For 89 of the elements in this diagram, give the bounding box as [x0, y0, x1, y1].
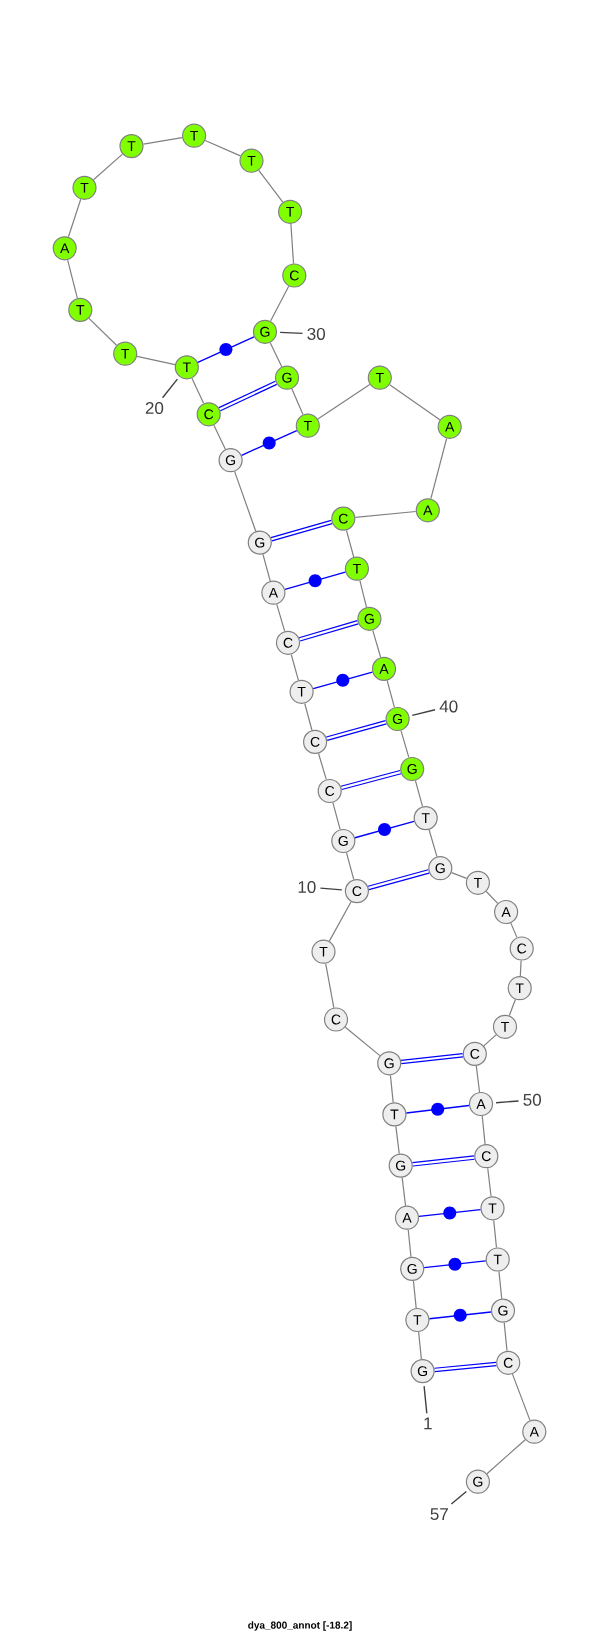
base-pair-line	[312, 671, 374, 690]
position-number: 30	[307, 327, 325, 340]
backbone-line	[325, 963, 335, 1009]
base-pair-line	[284, 571, 346, 591]
backbone-line	[67, 198, 82, 238]
title: dya_800_annot [-18.2]	[248, 1621, 352, 1631]
backbone-line	[395, 1125, 400, 1155]
backbone-line	[354, 510, 417, 518]
base-pair-line	[401, 1052, 464, 1065]
backbone-line	[136, 355, 176, 366]
backbone-line	[344, 1026, 381, 1057]
backbone-line	[418, 1331, 422, 1360]
base-pair-line	[197, 336, 255, 363]
backbone-line	[345, 852, 355, 881]
backbone-line	[67, 259, 78, 299]
backbone-line	[428, 829, 438, 858]
backbone-line	[372, 629, 382, 658]
base-pair-line	[405, 1102, 470, 1116]
backbone-line	[400, 730, 410, 758]
backbone-line	[317, 752, 327, 780]
position-number: 40	[439, 700, 458, 713]
leader-line	[423, 1385, 428, 1414]
backbone-line	[345, 529, 355, 558]
leader-line	[411, 709, 436, 717]
backbone-line	[328, 901, 352, 942]
leader-line	[319, 887, 343, 891]
position-number: 50	[523, 1093, 541, 1106]
backbone-line	[508, 998, 516, 1017]
backbone-line	[92, 153, 124, 181]
backbone-line	[510, 922, 518, 938]
backbone-line	[407, 1229, 412, 1258]
backbone-line	[430, 437, 448, 500]
backbone-line	[485, 890, 499, 904]
backbone-line	[412, 1280, 417, 1309]
leader-line	[279, 331, 304, 335]
base-pair-line	[418, 1206, 482, 1220]
backbone-line	[493, 1219, 498, 1249]
backbone-line	[262, 553, 271, 582]
backbone-line	[290, 653, 299, 681]
backbone-line	[234, 471, 257, 532]
backbone-line	[414, 780, 424, 808]
base-pair-line	[340, 769, 402, 791]
position-number: 57	[430, 1508, 448, 1521]
backbone-line	[142, 137, 183, 145]
backbone-line	[204, 139, 241, 157]
position-number: 10	[298, 881, 316, 894]
backbone-line	[498, 1270, 503, 1300]
position-number: 1	[424, 1417, 432, 1430]
backbone-line	[317, 383, 371, 420]
base-pair-line	[326, 720, 387, 741]
backbone-line	[386, 680, 396, 708]
backbone-line	[389, 384, 441, 421]
backbone-line	[88, 317, 118, 346]
backbone-line	[519, 960, 522, 977]
base-pair-line	[367, 869, 430, 891]
backbone-line	[290, 223, 295, 265]
base-pair-line	[434, 1361, 497, 1373]
base-pair-line	[354, 820, 415, 839]
base-pair-line	[218, 380, 277, 412]
backbone-line	[487, 1167, 492, 1197]
base-pair-line	[412, 1155, 475, 1167]
leader-line	[161, 378, 179, 399]
backbone-line	[475, 1065, 481, 1093]
backbone-line	[486, 1439, 526, 1475]
backbone-line	[258, 169, 284, 203]
backbone-line	[270, 285, 290, 322]
backbone-line	[511, 1373, 531, 1421]
backbone-line	[269, 342, 283, 368]
base-pair-line	[298, 620, 359, 642]
backbone-line	[304, 702, 313, 731]
backbone-line	[483, 1034, 497, 1047]
backbone-line	[276, 603, 286, 632]
backbone-line	[401, 1177, 407, 1207]
backbone-line	[389, 1074, 394, 1103]
backbone-line	[191, 377, 205, 404]
backbone-line	[332, 802, 341, 830]
backbone-line	[359, 579, 368, 608]
base-pair-line	[428, 1308, 492, 1322]
base-pair-line	[240, 429, 298, 456]
backbone-line	[291, 388, 304, 416]
backbone-line	[450, 872, 468, 880]
backbone-line	[503, 1322, 508, 1352]
backbone-line	[213, 424, 226, 450]
base-pair-line	[270, 519, 333, 542]
leader-line	[495, 1100, 520, 1104]
position-number: 20	[145, 402, 164, 415]
leader-line	[450, 1490, 468, 1505]
backbone-line	[481, 1115, 486, 1145]
base-pair-line	[423, 1257, 487, 1271]
